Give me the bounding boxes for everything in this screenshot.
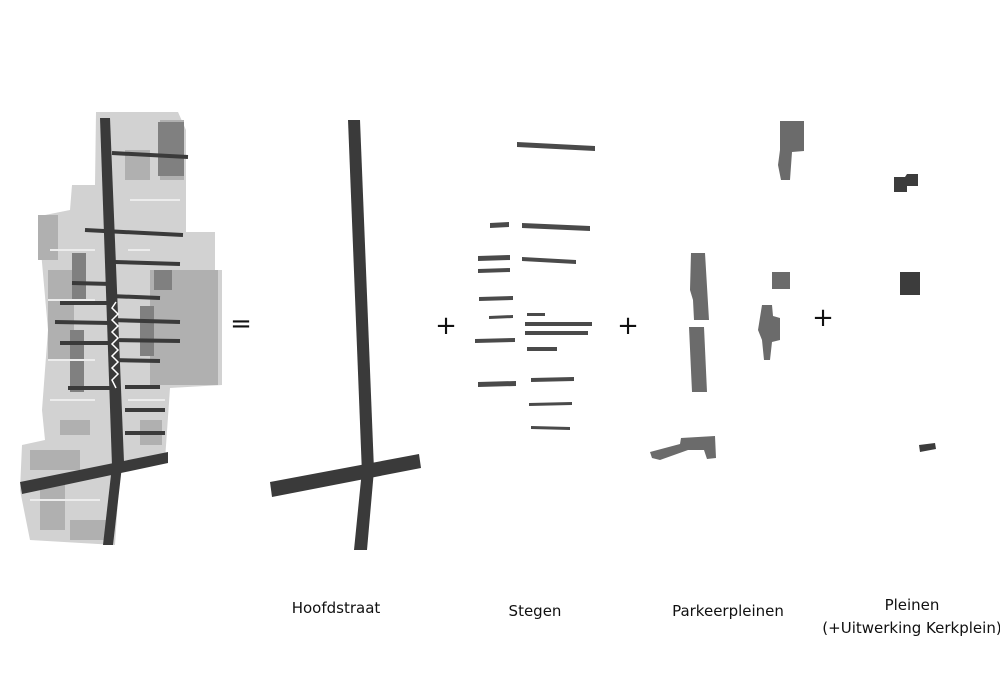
caption-hoofdstraat: Hoofdstraat [292, 599, 381, 617]
parking-lot [690, 253, 709, 320]
parking-lot [758, 305, 780, 360]
alley [479, 296, 513, 301]
context-buildings-dark [70, 122, 184, 392]
alley [522, 257, 576, 264]
stegen-diagram [475, 142, 595, 430]
alley [517, 142, 595, 151]
caption-pleinen-sub: (+Uitwerking Kerkplein) [822, 619, 1000, 637]
square [894, 174, 918, 192]
pleinen-diagram [894, 174, 936, 452]
plus-sign-3: + [812, 303, 834, 333]
composite-zigzag [110, 301, 120, 389]
alley [478, 381, 516, 387]
alley [522, 223, 590, 231]
main-street-north [348, 120, 374, 474]
parking-lot [772, 272, 790, 289]
composite-main-street [100, 118, 124, 466]
composite-south-street [103, 466, 122, 545]
alley [531, 377, 574, 382]
context-texture [30, 199, 180, 501]
parkeerpleinen-diagram [650, 121, 804, 460]
alley [527, 313, 545, 316]
alley [529, 402, 572, 406]
square [900, 272, 920, 295]
alley [531, 426, 570, 430]
parking-lot [778, 121, 804, 180]
parking-lot [689, 327, 707, 392]
alley [489, 315, 513, 319]
composite-cross-street [20, 452, 168, 494]
alley [490, 222, 509, 228]
main-street-south [354, 470, 374, 550]
caption-parkeerpleinen: Parkeerpleinen [672, 602, 784, 620]
composite-plan [20, 112, 222, 545]
hoofdstraat-diagram [270, 120, 421, 550]
alley [475, 338, 515, 343]
caption-stegen: Stegen [509, 602, 562, 620]
alley [478, 255, 510, 261]
parking-lot [650, 436, 716, 460]
caption-pleinen: Pleinen [885, 596, 940, 614]
alley [527, 347, 557, 351]
square [919, 443, 936, 452]
context-buildings [20, 112, 222, 545]
equals-sign: = [230, 309, 252, 339]
plus-sign-1: + [435, 311, 457, 341]
alley [478, 268, 510, 273]
cross-street [270, 454, 421, 497]
alley [525, 331, 588, 335]
composite-alleys [54, 151, 189, 435]
plus-sign-2: + [617, 311, 639, 341]
alley [525, 322, 592, 326]
